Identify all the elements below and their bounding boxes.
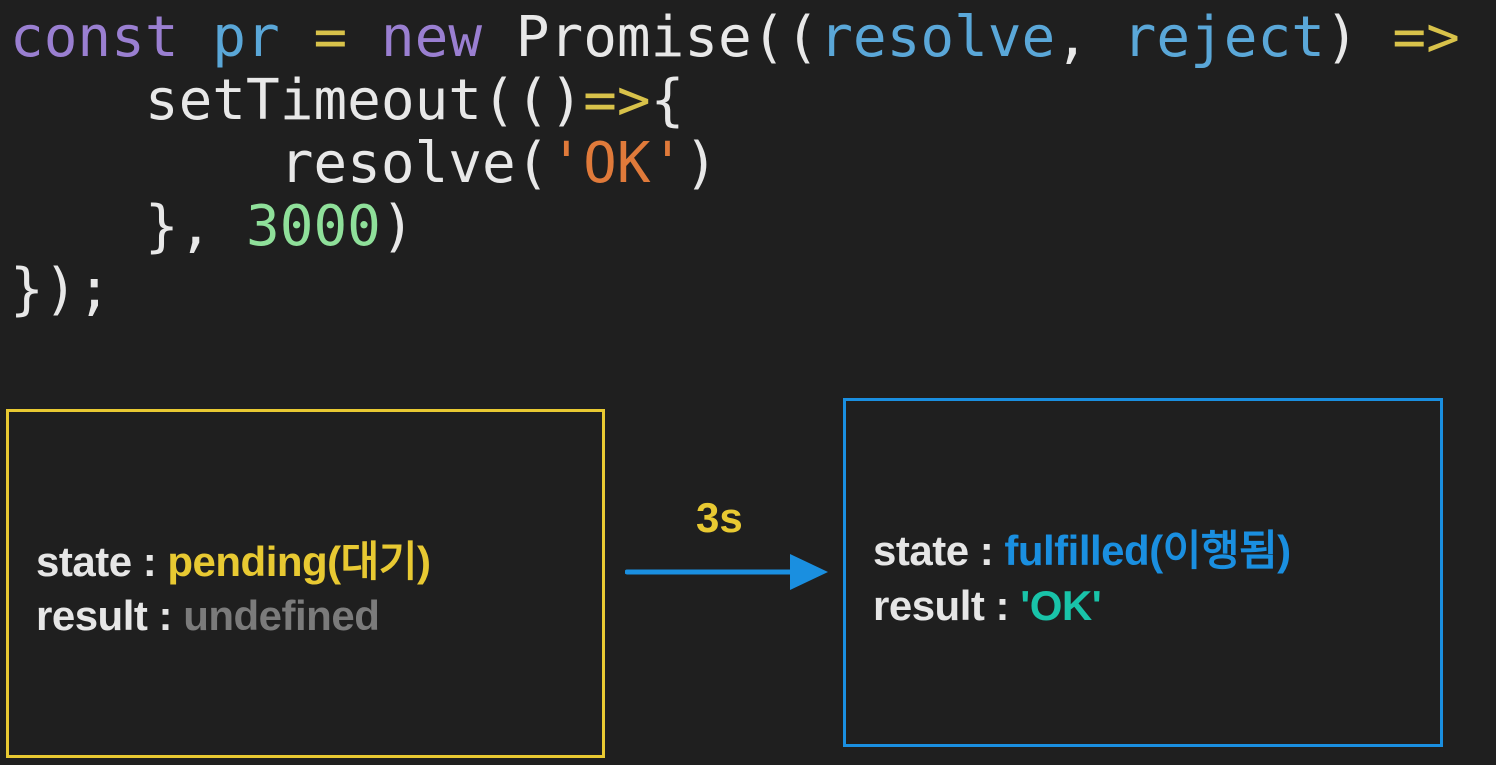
- number-3000: 3000: [246, 194, 381, 259]
- transition-arrow-icon: [625, 554, 828, 590]
- code-token: ,: [1055, 5, 1123, 70]
- settimeout-call: setTimeout((): [144, 68, 584, 133]
- promise-constructor: Promise((: [482, 5, 820, 70]
- pending-result-line: result : undefined: [36, 592, 380, 640]
- result-label: result :: [36, 592, 184, 639]
- code-snippet: const pr = new Promise((resolve, reject)…: [10, 6, 1496, 321]
- resolve-call: resolve(: [279, 131, 550, 196]
- keyword-const: const: [10, 5, 179, 70]
- fulfilled-state-line: state : fulfilled(이행됨): [873, 517, 1291, 578]
- pending-state-box: state : pending(대기) result : undefined: [6, 409, 605, 758]
- state-label: state :: [873, 527, 1005, 574]
- pending-state-value: pending(대기): [167, 538, 431, 585]
- code-line-2: setTimeout(()=>{: [10, 69, 1496, 132]
- fulfilled-state-box: state : fulfilled(이행됨) result : 'OK': [843, 398, 1443, 747]
- code-token: {: [650, 68, 685, 133]
- arrow-operator: =>: [1392, 5, 1460, 70]
- pending-result-value: undefined: [183, 592, 380, 639]
- fulfilled-result-value: 'OK': [1020, 582, 1102, 629]
- code-token: },: [144, 194, 247, 259]
- param-resolve: resolve: [819, 5, 1056, 70]
- result-label: result :: [873, 582, 1021, 629]
- code-token: [347, 5, 381, 70]
- code-line-4: }, 3000): [10, 195, 1496, 258]
- code-token: ): [380, 194, 415, 259]
- code-token: [179, 5, 213, 70]
- keyword-new: new: [380, 5, 483, 70]
- string-ok: 'OK': [549, 131, 685, 196]
- pending-state-line: state : pending(대기): [36, 528, 431, 589]
- indent: [10, 131, 280, 196]
- operator-assign: =: [313, 5, 348, 70]
- code-token: ): [684, 131, 719, 196]
- indent: [10, 194, 145, 259]
- code-line-3: resolve('OK'): [10, 132, 1496, 195]
- code-line-1: const pr = new Promise((resolve, reject)…: [10, 6, 1496, 69]
- fulfilled-result-line: result : 'OK': [873, 582, 1102, 630]
- code-token: });: [10, 257, 112, 322]
- code-token: ): [1324, 5, 1393, 70]
- state-label: state :: [36, 538, 168, 585]
- code-line-5: });: [10, 258, 1496, 321]
- code-token: {: [1460, 5, 1496, 70]
- arrow-operator: =>: [583, 68, 651, 133]
- transition-label: 3s: [696, 494, 743, 541]
- variable-pr: pr: [212, 5, 280, 70]
- param-reject: reject: [1122, 5, 1325, 70]
- fulfilled-state-value: fulfilled(이행됨): [1004, 527, 1291, 574]
- indent: [10, 68, 145, 133]
- code-token: [280, 5, 314, 70]
